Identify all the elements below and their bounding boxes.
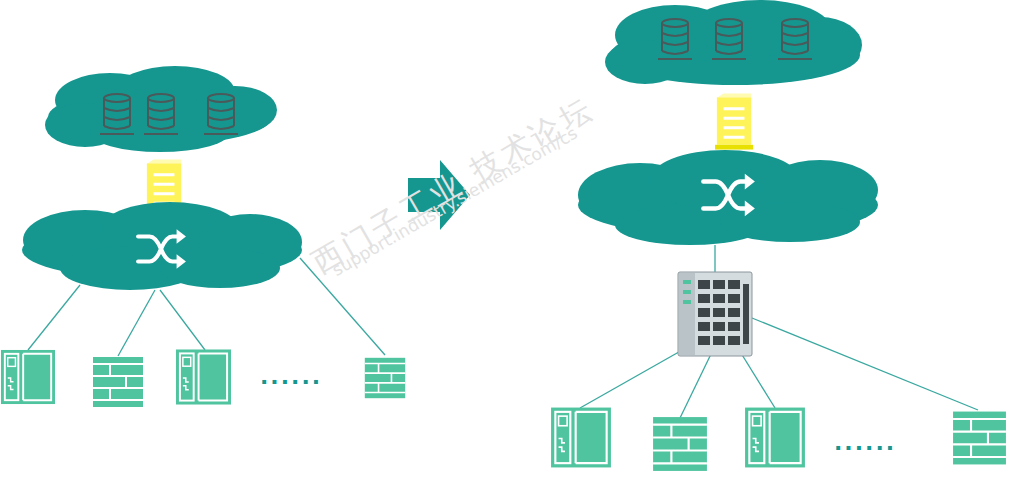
- server-cloud: [45, 66, 277, 152]
- watermark: 西门子工业 技术论坛: [307, 92, 599, 278]
- ellipsis-mark: ......: [834, 432, 896, 454]
- field-devices: [551, 408, 1006, 471]
- industrial-switch: [678, 272, 752, 356]
- network-cloud: [578, 150, 878, 245]
- firewall-icon: [715, 94, 753, 150]
- switch-symbol: [703, 174, 755, 217]
- server-cloud: [605, 0, 862, 85]
- watermark-url: support.industry.siemens.com/cs: [330, 124, 581, 279]
- network-cloud: [22, 202, 302, 290]
- database-icons: [100, 94, 238, 134]
- switch-symbol: [138, 229, 186, 269]
- field-devices: [1, 349, 405, 407]
- database-icons: [658, 19, 812, 59]
- link-lines: [580, 245, 978, 418]
- ellipsis-mark: ......: [260, 366, 322, 388]
